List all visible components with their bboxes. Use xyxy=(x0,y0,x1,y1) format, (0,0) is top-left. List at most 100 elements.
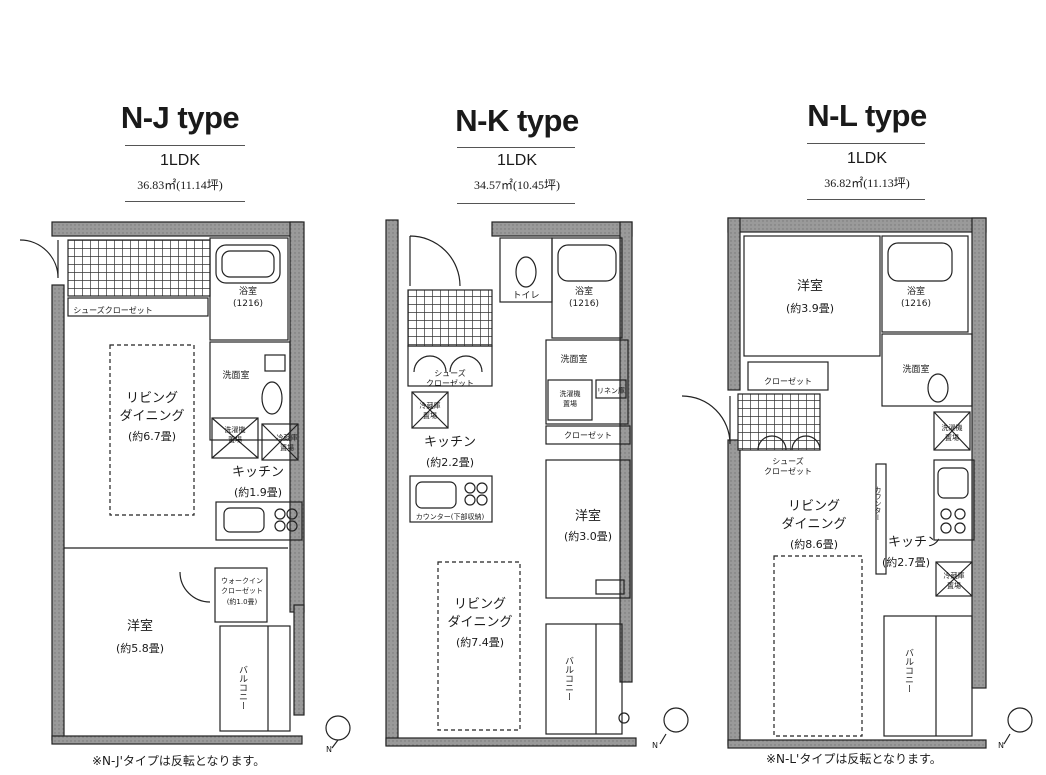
room-laundry-2: 置場 xyxy=(945,433,959,442)
kitchen-counter xyxy=(215,501,303,541)
laundry-space xyxy=(211,417,259,459)
room-laundry-1: 洗濯機 xyxy=(942,423,963,432)
bathtub xyxy=(887,242,953,282)
wall-left xyxy=(51,284,65,741)
room-fridge-2: 置場 xyxy=(947,581,961,590)
room-bath-size: (1216) xyxy=(901,299,931,309)
closet-small xyxy=(595,579,625,595)
header-divider xyxy=(457,147,575,148)
balcony xyxy=(545,623,623,735)
shoe-closet xyxy=(67,297,209,317)
plan-title: N-L type xyxy=(807,98,927,133)
room-walkin-size: (約1.0畳) xyxy=(227,597,258,606)
laundry-space xyxy=(933,411,971,451)
room-counter: カウンター(下部収納) xyxy=(416,512,485,521)
wall-left-lower xyxy=(727,439,741,746)
wall-left-upper xyxy=(727,217,741,391)
room-laundry-2: 置場 xyxy=(228,435,242,444)
header-divider xyxy=(457,203,575,204)
plan-area: 36.83㎡(11.14坪) xyxy=(137,178,223,192)
toilet-icon xyxy=(261,381,283,415)
room-living-size: (約8.6畳) xyxy=(790,537,838,551)
room-living-size: (約7.4畳) xyxy=(456,635,504,649)
entrance-door xyxy=(409,235,461,287)
balcony xyxy=(219,625,291,732)
room-western: 洋室 xyxy=(127,618,153,634)
fridge-space xyxy=(411,391,449,429)
room-shoe-closet-2: クローゼット xyxy=(764,466,812,476)
closet xyxy=(545,425,631,445)
north-label: N xyxy=(998,741,1004,750)
room-living-1: リビング xyxy=(454,597,506,612)
bath-room xyxy=(881,235,969,333)
fridge-space xyxy=(261,423,299,461)
room-living-2: ダイニング xyxy=(781,517,846,532)
room-shoe-closet: シューズクローゼット xyxy=(73,305,153,315)
room-balcony: バルコニー xyxy=(903,648,914,693)
room-living-2: ダイニング xyxy=(119,409,184,424)
room-western: 洋室 xyxy=(797,278,823,294)
living-dashed-area xyxy=(109,344,195,516)
room-walkin-2: クローゼット xyxy=(221,586,263,595)
room-bath: 浴室 xyxy=(239,285,257,297)
laundry-space xyxy=(547,379,593,421)
header-divider xyxy=(807,199,925,200)
washroom xyxy=(209,341,291,441)
shoe-closet xyxy=(407,345,493,387)
room-laundry-1: 洗濯機 xyxy=(560,389,581,398)
room-walkin-1: ウォークイン xyxy=(221,577,263,585)
living-dashed-area xyxy=(773,555,863,737)
room-balcony: バルコニー xyxy=(563,656,574,701)
north-label: N xyxy=(326,745,332,754)
room-fridge-2: 置場 xyxy=(280,443,294,452)
walkin-door xyxy=(179,571,211,603)
entrance-tiles xyxy=(67,239,211,297)
room-kitchen-size: (約2.7畳) xyxy=(882,555,930,569)
header-divider xyxy=(807,143,925,144)
kitchen-sink xyxy=(223,507,265,533)
floorplan-nk: トイレ 浴室 (1216) シューズ クローゼット 洗面室 洗濯機 置場 リネン… xyxy=(385,219,689,750)
room-closet: クローゼット xyxy=(564,430,612,440)
western-room xyxy=(545,459,631,599)
wall-top xyxy=(51,221,303,237)
toilet-icon xyxy=(927,373,949,403)
wall-bottom xyxy=(727,739,987,749)
room-living-size: (約6.7畳) xyxy=(128,429,176,443)
plan-title: N-K type xyxy=(455,103,579,138)
room-linen: リネン庫 xyxy=(597,386,625,395)
room-shoe-closet-2: クローゼット xyxy=(426,378,474,388)
room-toilet: トイレ xyxy=(512,291,539,301)
washroom xyxy=(881,333,973,407)
entrance-door xyxy=(19,239,59,279)
north-label: N xyxy=(652,741,658,750)
wall-top xyxy=(727,217,987,233)
room-fridge-1: 冷蔵庫 xyxy=(944,571,965,580)
drain-icon xyxy=(618,712,630,724)
entrance-tiles xyxy=(407,289,493,347)
room-living-2: ダイニング xyxy=(447,615,512,630)
room-western: 洋室 xyxy=(575,508,601,524)
wall-right xyxy=(619,221,633,683)
linen-closet xyxy=(595,379,627,399)
floorplan-nl: 洋室 (約3.9畳) 浴室 (1216) クローゼット 洗面室 洗濯機 置場 シ… xyxy=(681,217,1033,750)
room-counter: カウンター xyxy=(874,486,882,521)
wall-top xyxy=(491,221,633,237)
plan-nl: N-L type 1LDK 36.82㎡(11.13坪) xyxy=(681,0,1033,775)
room-kitchen-size: (約2.2畳) xyxy=(426,455,474,469)
room-western-size: (約5.8畳) xyxy=(116,641,164,655)
header-divider xyxy=(125,145,245,146)
entrance-tiles xyxy=(737,393,821,451)
kitchen-sink xyxy=(415,481,457,509)
wall-right xyxy=(971,217,987,689)
room-kitchen-size: (約1.9畳) xyxy=(234,485,282,499)
wall-left xyxy=(385,219,399,746)
north-arrow-line xyxy=(331,739,339,749)
north-arrow-line xyxy=(659,733,667,745)
plan-title: N-J type xyxy=(120,100,240,135)
plan-nk: N-K type 1LDK 34.57㎡(10.45坪) xyxy=(352,0,689,775)
walkin-closet xyxy=(214,567,268,623)
entrance-door xyxy=(681,395,731,445)
kitchen-counter xyxy=(933,459,975,541)
room-fridge-2: 置場 xyxy=(423,411,437,420)
toilet-icon xyxy=(515,256,537,288)
